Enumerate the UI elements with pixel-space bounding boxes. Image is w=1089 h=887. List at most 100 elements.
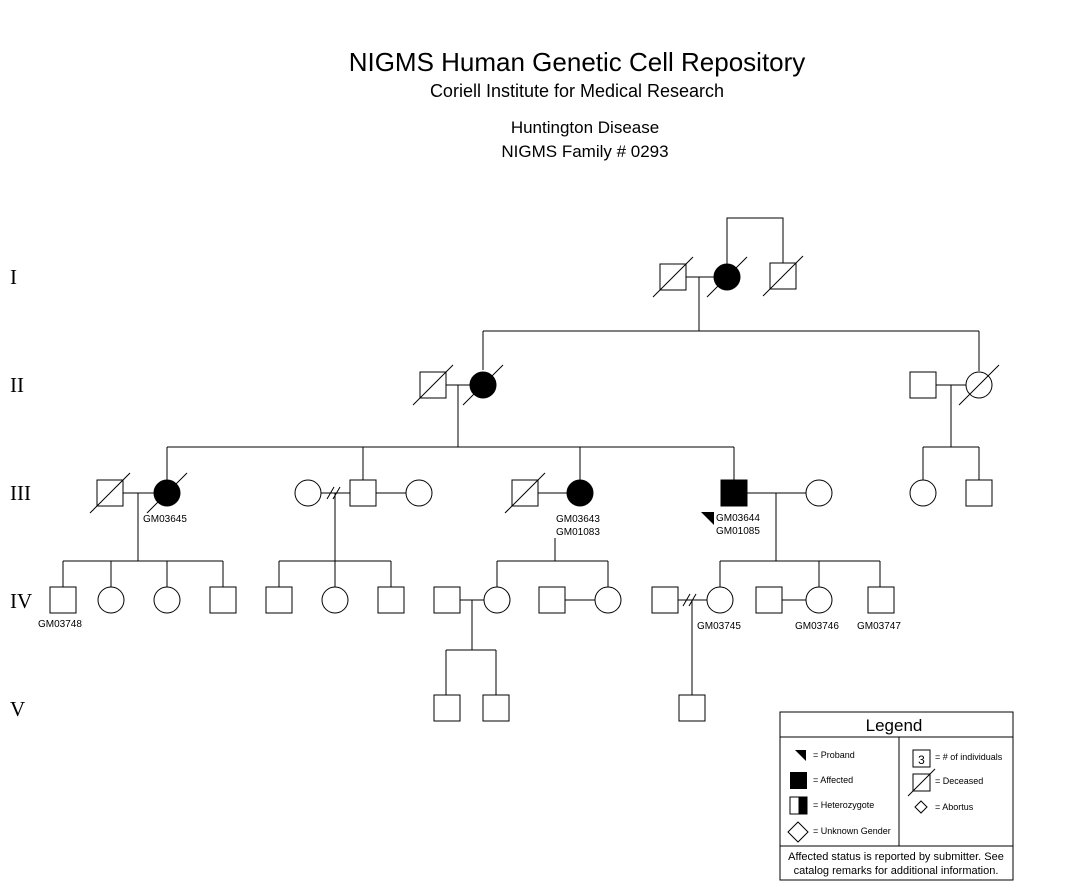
legend-heterozygote-label: = Heterozygote xyxy=(813,800,874,810)
individual-i2[interactable] xyxy=(706,256,748,298)
generation-label-v: V xyxy=(10,697,25,721)
individual-iv7[interactable] xyxy=(377,586,405,614)
female-symbol xyxy=(706,586,734,614)
disease-title: Huntington Disease xyxy=(511,118,659,137)
individual-iii2[interactable]: GM03645 xyxy=(143,472,188,525)
deceased-slash xyxy=(89,472,131,514)
female-symbol xyxy=(153,586,181,614)
deceased-slash xyxy=(652,256,694,298)
individual-iv9[interactable] xyxy=(483,586,511,614)
deceased-slash xyxy=(146,472,188,514)
proband-icon xyxy=(795,750,806,761)
individual-iii5[interactable] xyxy=(405,479,433,507)
female-symbol xyxy=(97,586,125,614)
female-symbol xyxy=(405,479,433,507)
deceased-slash xyxy=(706,256,748,298)
legend-count-value: 3 xyxy=(918,753,925,767)
individual-iii11[interactable] xyxy=(965,479,993,507)
male-symbol xyxy=(349,479,377,507)
male-symbol xyxy=(755,586,783,614)
individual-iv14[interactable] xyxy=(755,586,783,614)
female-symbol xyxy=(805,586,833,614)
legend-abortus-label: = Abortus xyxy=(935,802,974,812)
individual-ii1[interactable] xyxy=(412,364,454,406)
legend-title: Legend xyxy=(866,716,923,735)
male-symbol xyxy=(678,694,706,722)
deceased-slash xyxy=(462,364,504,406)
pedigree-lines xyxy=(62,217,980,695)
individual-i3[interactable] xyxy=(762,255,804,297)
sample-id: GM03643 xyxy=(556,514,600,525)
affected-female-symbol xyxy=(566,479,594,507)
generation-label-i: I xyxy=(10,265,17,289)
male-symbol xyxy=(867,586,895,614)
generation-label-iii: III xyxy=(10,481,31,505)
individual-iv5[interactable] xyxy=(265,586,293,614)
legend-note-line1: Affected status is reported by submitter… xyxy=(788,851,1004,863)
female-symbol xyxy=(483,586,511,614)
individual-i1[interactable] xyxy=(652,256,694,298)
male-symbol xyxy=(651,586,679,614)
individual-ii2[interactable] xyxy=(462,364,504,406)
heterozygote-fill xyxy=(798,797,807,814)
individual-ii3[interactable] xyxy=(909,371,937,399)
proband-arrow-icon xyxy=(701,512,714,525)
individual-iv15[interactable]: GM03746 xyxy=(795,586,839,632)
individual-v3[interactable] xyxy=(678,694,706,722)
sample-id: GM03644 xyxy=(716,513,760,524)
individual-iv13[interactable]: GM03745 xyxy=(697,586,741,632)
consanguinity-line xyxy=(726,217,784,264)
divorce-mark xyxy=(326,486,335,500)
male-symbol xyxy=(965,479,993,507)
generation-label-ii: II xyxy=(10,373,24,397)
female-symbol xyxy=(294,479,322,507)
individual-iv11[interactable] xyxy=(594,586,622,614)
male-symbol xyxy=(482,694,510,722)
legend-deceased-label: = Deceased xyxy=(935,776,983,786)
divorce-mark xyxy=(682,593,691,607)
individual-iii7[interactable]: GM03643 GM01083 xyxy=(556,479,600,538)
female-symbol xyxy=(321,586,349,614)
individual-v2[interactable] xyxy=(482,694,510,722)
male-symbol xyxy=(538,586,566,614)
generation-label-iv: IV xyxy=(10,589,32,613)
individual-iv3[interactable] xyxy=(153,586,181,614)
family-number: NIGMS Family # 0293 xyxy=(501,142,668,161)
individual-iv12[interactable] xyxy=(651,586,679,614)
unknown-gender-icon xyxy=(787,821,809,843)
legend-frame xyxy=(779,711,1014,881)
legend-affected-label: = Affected xyxy=(813,775,853,785)
individual-iv1[interactable]: GM03748 xyxy=(38,586,82,630)
sample-id: GM03748 xyxy=(38,619,82,630)
legend-proband-label: = Proband xyxy=(813,750,855,760)
deceased-slash xyxy=(504,472,546,514)
male-symbol xyxy=(433,586,461,614)
individual-iv10[interactable] xyxy=(538,586,566,614)
page-subtitle: Coriell Institute for Medical Research xyxy=(430,81,724,101)
individual-iii4[interactable] xyxy=(349,479,377,507)
male-symbol xyxy=(49,586,77,614)
individual-iii9[interactable] xyxy=(805,479,833,507)
sample-id: GM03645 xyxy=(143,514,187,525)
individual-iv8[interactable] xyxy=(433,586,461,614)
individual-v1[interactable] xyxy=(433,694,461,722)
male-symbol xyxy=(433,694,461,722)
legend-unknown-gender-label: = Unknown Gender xyxy=(813,826,891,836)
individual-iii3[interactable] xyxy=(294,479,322,507)
individual-iv16[interactable]: GM03747 xyxy=(857,586,901,632)
female-symbol xyxy=(909,479,937,507)
individual-iv2[interactable] xyxy=(97,586,125,614)
individual-iii10[interactable] xyxy=(909,479,937,507)
sample-id: GM01085 xyxy=(716,526,760,537)
legend-count-label: = # of individuals xyxy=(935,752,1003,762)
individual-iv4[interactable] xyxy=(209,586,237,614)
individual-iii1[interactable] xyxy=(89,472,131,514)
individual-ii4[interactable] xyxy=(958,364,1000,406)
female-symbol xyxy=(805,479,833,507)
individual-iii6[interactable] xyxy=(504,472,546,514)
individual-iii8-proband[interactable]: GM03644 GM01085 xyxy=(701,479,760,537)
sample-id: GM03746 xyxy=(795,621,839,632)
deceased-slash xyxy=(762,255,804,297)
deceased-icon-slash xyxy=(907,768,936,797)
individual-iv6[interactable] xyxy=(321,586,349,614)
